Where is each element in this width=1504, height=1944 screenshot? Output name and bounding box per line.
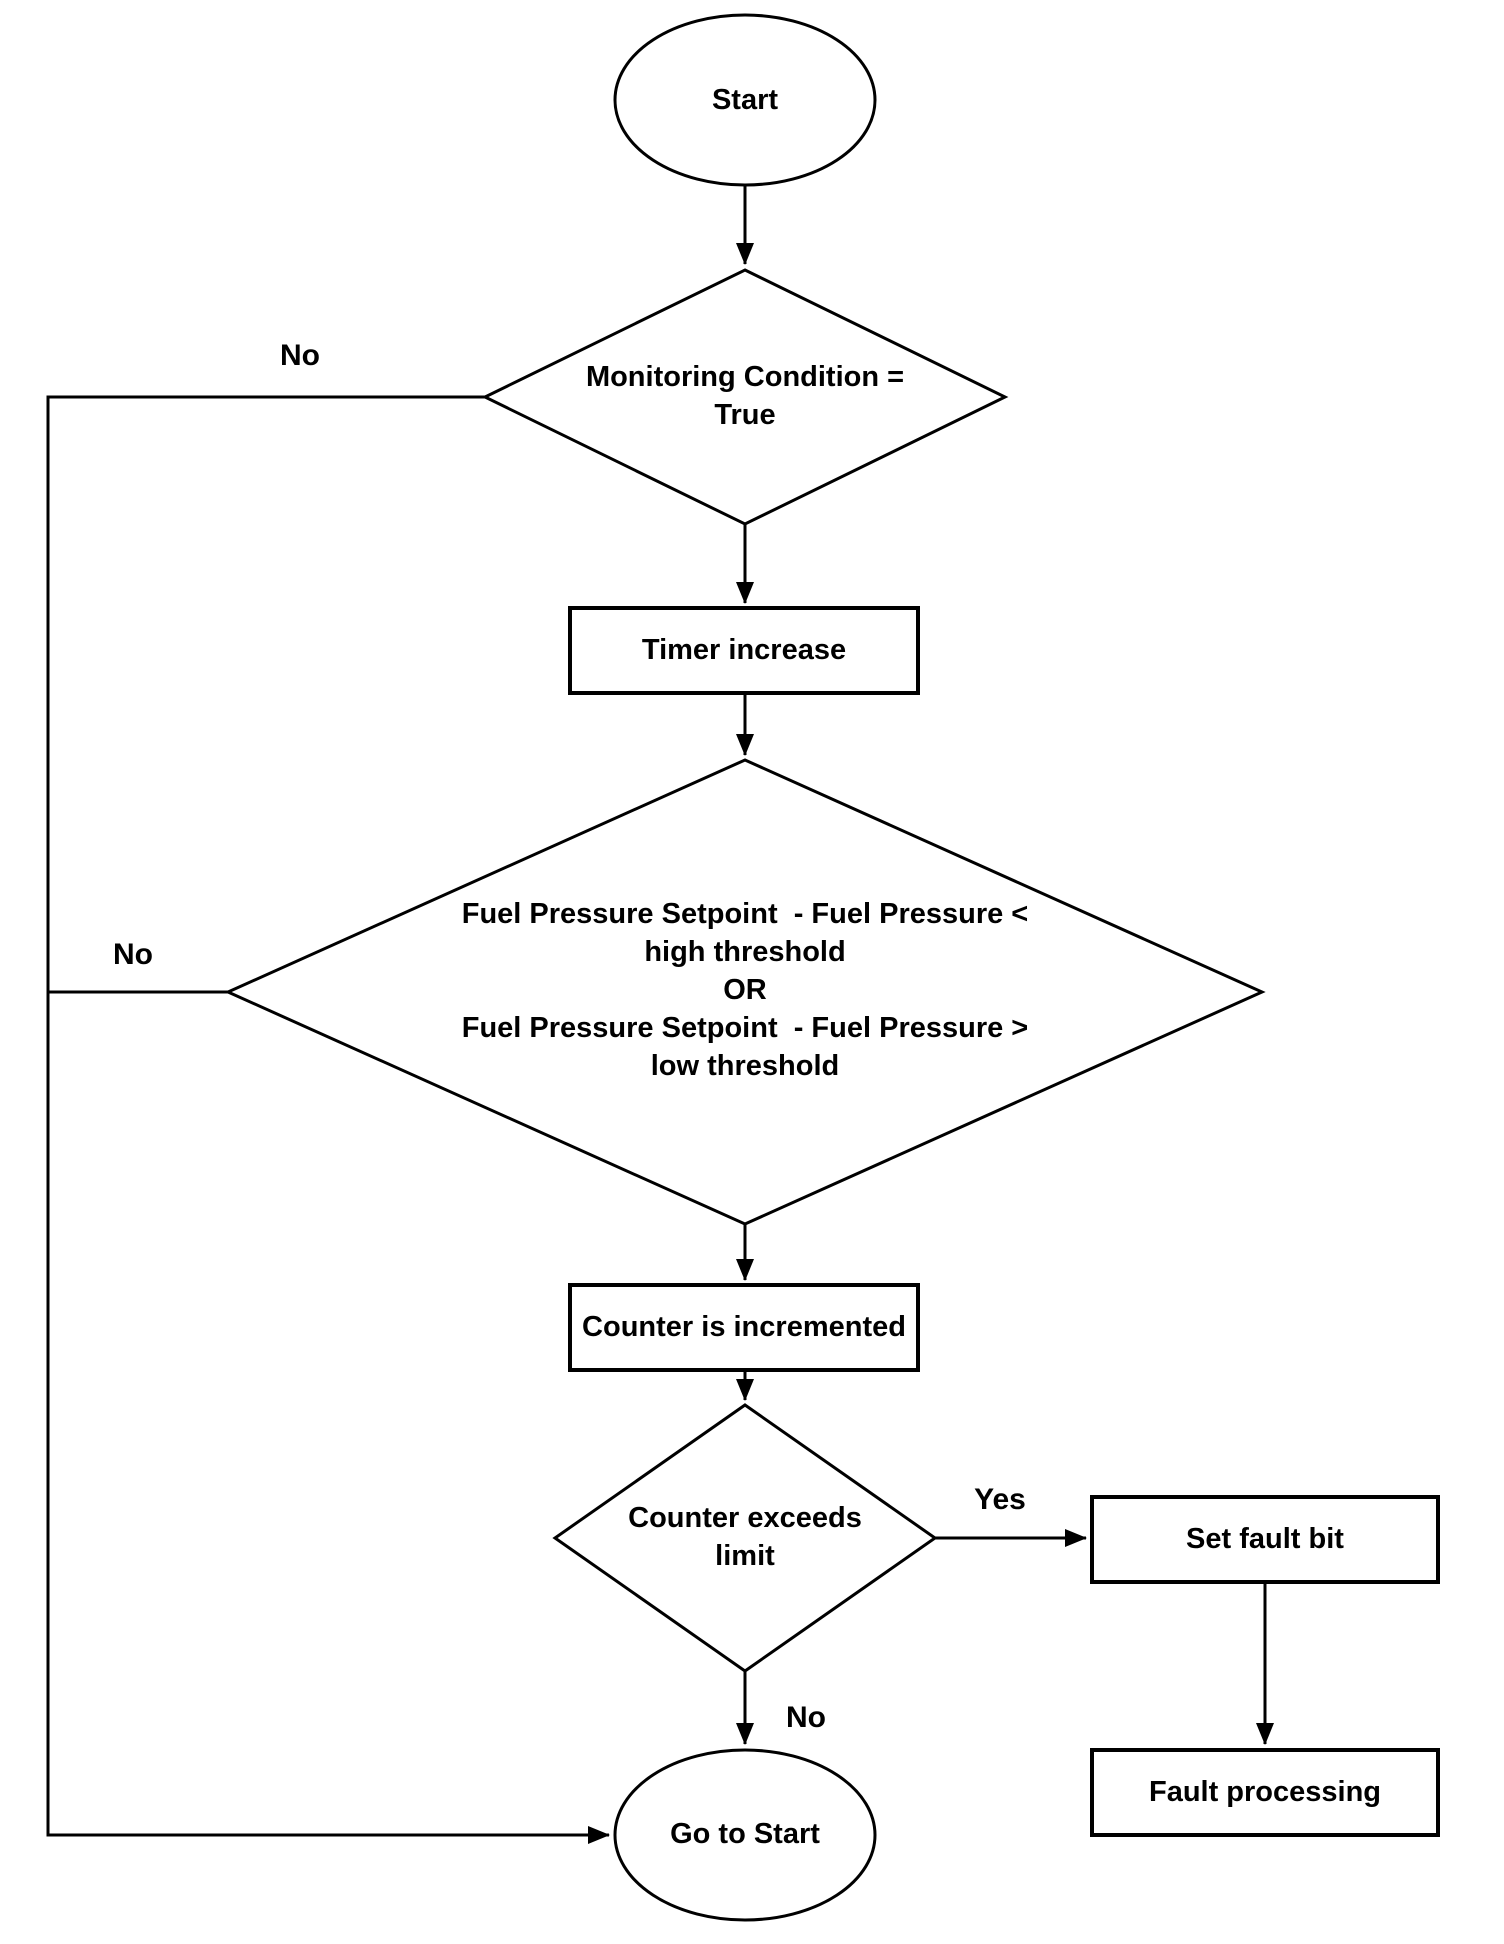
fault-processing-label: Fault processing [1148, 1776, 1382, 1808]
edge-monitoring-no-return-rail [46, 395, 610, 1844]
start-terminator-shape [613, 13, 877, 187]
monitoring-no-label: No [280, 339, 320, 372]
monitoring-condition-decision-shape [481, 268, 1009, 526]
counter-no-label: No [786, 1701, 826, 1734]
set-fault-bit-process-shape [1090, 1495, 1440, 1584]
fault-processing-process-shape [1090, 1748, 1440, 1837]
fuel-check-no-label: No [113, 938, 153, 971]
counter-yes-label: Yes [974, 1483, 1026, 1516]
fuel-pressure-check-label: Fuel Pressure Setpoint - Fuel Pressure <… [461, 898, 1029, 1082]
go-to-start-label: Go to Start [670, 1818, 820, 1850]
timer-increase-process-shape [568, 606, 920, 695]
set-fault-bit-label: Set fault bit [1186, 1523, 1344, 1555]
counter-incremented-label: Counter is incremented [582, 1311, 906, 1343]
timer-increase-label: Timer increase [641, 634, 847, 666]
counter-incremented-process-shape [568, 1283, 920, 1372]
go-to-start-terminator-shape [613, 1748, 877, 1922]
monitoring-condition-label: Monitoring Condition = True [585, 361, 905, 431]
counter-exceeds-limit-label: Counter exceeds limit [628, 1502, 862, 1572]
fuel-pressure-check-decision-shape [224, 758, 1266, 1226]
start-label: Start [711, 84, 779, 116]
counter-exceeds-limit-decision-shape [552, 1403, 938, 1673]
